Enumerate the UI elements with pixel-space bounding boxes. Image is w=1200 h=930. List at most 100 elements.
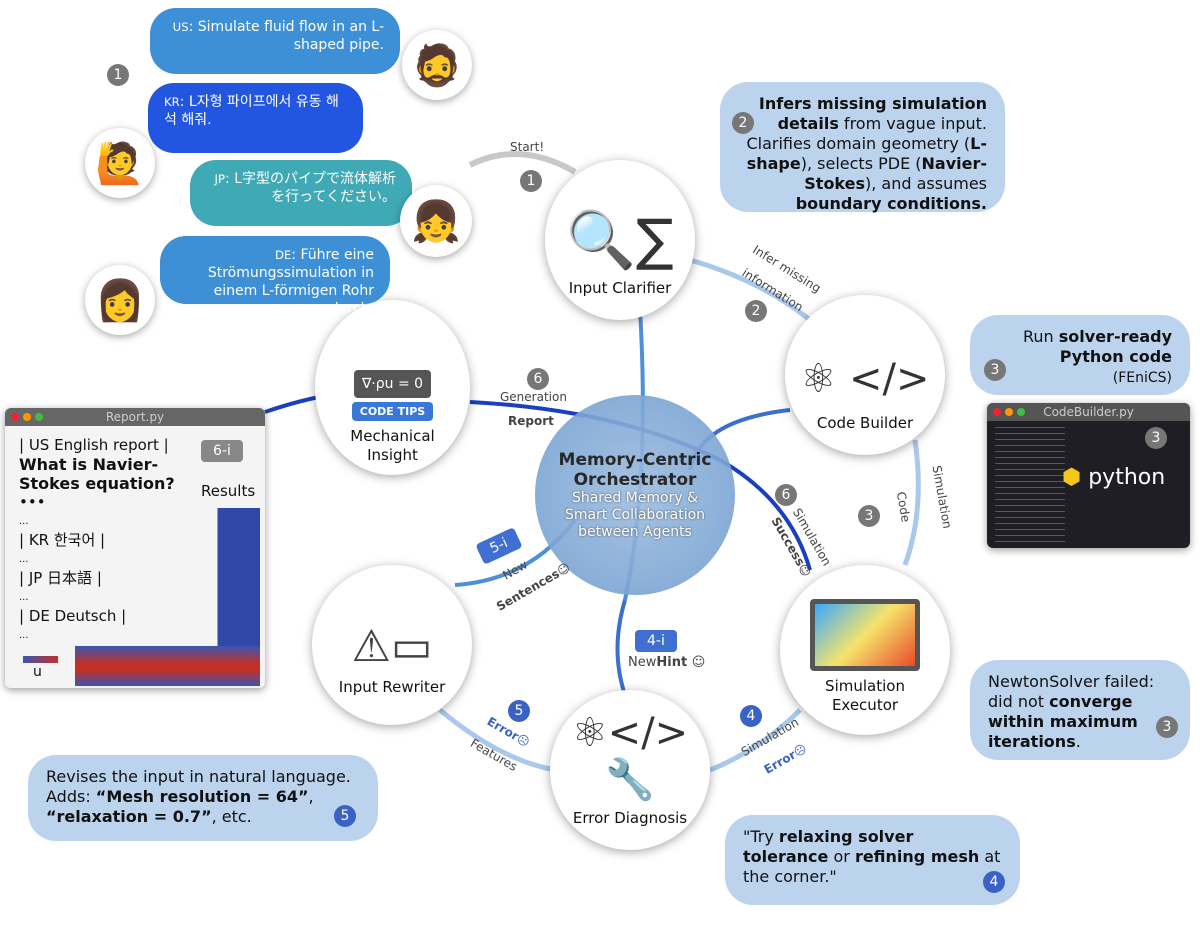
window-title: CodeBuilder.py xyxy=(1043,405,1134,419)
text: L-shape xyxy=(746,134,987,173)
avatar-kr-user: 🙋 xyxy=(85,128,155,198)
text: Navier-Stokes xyxy=(804,154,987,193)
edge-label-part: Hint ☺ xyxy=(656,655,706,670)
text: ), selects PDE ( xyxy=(800,154,922,173)
edge-label-start: Start! xyxy=(510,140,545,154)
prompt-text: L字型のパイプで流体解析を行ってください。 xyxy=(234,171,396,205)
agent-label: Simulation Executor xyxy=(825,677,905,714)
step-badge: 5 xyxy=(334,805,356,827)
report-line: | JP 日本語 | xyxy=(19,569,102,587)
step-badge: 3 xyxy=(1145,427,1167,449)
report-line: ••• xyxy=(19,493,46,511)
report-text: | US English report | What is Navier-Sto… xyxy=(19,436,199,645)
prompt-text: L자형 파이프에서 유동 해석 해줘. xyxy=(164,94,339,128)
prompt-jp: JP: L字型のパイプで流体解析を行ってください。 xyxy=(190,160,412,226)
text: refining mesh xyxy=(854,847,980,866)
edge-clarifier-builder xyxy=(689,257,812,322)
agent-mechanical-insight[interactable]: ∇·ρu = 0 CODE TIPS Mechanical Insight xyxy=(315,300,470,475)
step-badge: 3 xyxy=(858,505,880,527)
text: NewtonSolver failed: did not xyxy=(988,672,1155,711)
report-window: Report.py 6-i Results | US English repor… xyxy=(5,408,265,688)
text: . xyxy=(1075,732,1081,751)
text: , etc. xyxy=(211,807,252,826)
monitor-warning-icon: ⚠▭ xyxy=(351,621,433,672)
minimize-dot[interactable] xyxy=(23,413,31,421)
agent-error-diagnosis[interactable]: ⚛</>🔧 Error Diagnosis xyxy=(550,690,710,850)
report-line: | US English report | xyxy=(19,436,169,454)
callout-rewriter: 5 Revises the input in natural language.… xyxy=(28,755,378,841)
step-badge: 6 xyxy=(775,484,797,506)
results-label: Results xyxy=(201,482,256,500)
text: relaxing solver tolerance xyxy=(743,827,914,866)
agent-label: Code Builder xyxy=(816,414,914,432)
window-titlebar: Report.py xyxy=(5,408,265,426)
callout-executor: 3 NewtonSolver failed: did not converge … xyxy=(970,660,1190,760)
agent-label: Input Rewriter xyxy=(338,678,446,696)
edge-builder-executor xyxy=(902,439,921,566)
step-badge: 6 xyxy=(527,368,549,390)
edge-label-part: New xyxy=(628,655,657,670)
minimize-dot[interactable] xyxy=(1005,408,1013,416)
close-dot[interactable] xyxy=(11,413,19,421)
step-badge: 1 xyxy=(520,170,542,192)
colorbar xyxy=(23,656,58,663)
text: , xyxy=(308,787,314,806)
lang-code: DE xyxy=(274,248,292,262)
code-tips-badge: CODE TIPS xyxy=(351,402,434,421)
step-badge: 3 xyxy=(1156,716,1178,738)
agent-code-builder[interactable]: ⚛ </> Code Builder xyxy=(785,295,945,455)
text: converge within maximum iterations xyxy=(988,692,1138,751)
equation-board: ∇·ρu = 0 xyxy=(353,370,432,398)
report-line: ... xyxy=(19,630,29,641)
colorbar-label: u xyxy=(33,664,42,680)
close-dot[interactable] xyxy=(993,408,1001,416)
text: “relaxation = 0.7” xyxy=(46,807,212,826)
report-line: | DE Deutsch | xyxy=(19,607,127,625)
window-titlebar: CodeBuilder.py xyxy=(987,403,1190,421)
edge-diagnosis-rewriter xyxy=(438,708,556,773)
monitor-simulation-icon xyxy=(810,599,920,671)
tag-6i: 6-i xyxy=(201,440,243,462)
laptop-code-icon: ⚛ </> xyxy=(800,356,930,402)
agent-label: Error Diagnosis xyxy=(572,809,688,827)
step-badge: 4 xyxy=(983,871,1005,893)
maximize-dot[interactable] xyxy=(1017,408,1025,416)
edge-label: Report xyxy=(508,414,554,428)
lang-code: US xyxy=(172,20,189,34)
callout-builder: 3 Run solver-ready Python code(FEniCS) xyxy=(970,315,1190,395)
prompt-de: DE: Führe eine Strömungssimulation in ei… xyxy=(160,236,390,317)
step-badge: 3 xyxy=(984,359,1006,381)
agent-input-rewriter[interactable]: ⚠▭ Input Rewriter xyxy=(312,565,472,725)
agent-input-clarifier[interactable]: 🔍∑ Input Clarifier xyxy=(545,160,695,320)
edge-executor-diagnosis xyxy=(709,708,802,773)
text: solver-ready Python code xyxy=(1058,327,1172,366)
lang-code: KR xyxy=(164,95,180,109)
maximize-dot[interactable] xyxy=(35,413,43,421)
report-line: ... xyxy=(19,592,29,603)
python-logo: ⬢ python xyxy=(1062,465,1165,490)
prompt-kr: KR: L자형 파이프에서 유동 해석 해줘. xyxy=(148,83,363,153)
report-line: | KR 한국어 | xyxy=(19,531,106,549)
step-badge: 1 xyxy=(107,64,129,86)
callout-clarifier: 2 Infers missing simulation details from… xyxy=(720,82,1005,213)
orchestrator: Memory-Centric Orchestrator Shared Memor… xyxy=(535,395,735,595)
report-line: ... xyxy=(19,516,29,527)
report-line: What is Navier-Stokes equation? xyxy=(19,455,175,493)
text: Infers missing simulation details xyxy=(758,94,987,133)
code-wrench-icon: ⚛</>🔧 xyxy=(571,710,689,803)
magnifier-formula-icon: 🔍∑ xyxy=(566,208,674,273)
edge-label: Generation xyxy=(500,390,567,404)
report-line: ... xyxy=(19,554,29,565)
callout-diagnosis: 4 "Try relaxing solver tolerance or refi… xyxy=(725,815,1020,905)
codebuilder-window: CodeBuilder.py 3 ⬢ python xyxy=(987,403,1190,548)
text: boundary conditions. xyxy=(795,194,987,213)
text: from vague input. Clarifies domain geome… xyxy=(746,114,987,153)
prompt-us: US: Simulate fluid flow in an L-shaped p… xyxy=(150,8,400,74)
text: "Try xyxy=(743,827,779,846)
tag-4i: 4-i xyxy=(635,630,677,652)
prompt-text: Führe eine Strömungssimulation in einem … xyxy=(207,247,374,317)
python-logo-text: python xyxy=(1088,465,1166,490)
orchestrator-title: Memory-Centric Orchestrator xyxy=(558,449,712,490)
edge-start xyxy=(468,151,577,175)
agent-simulation-executor[interactable]: Simulation Executor xyxy=(780,565,950,735)
